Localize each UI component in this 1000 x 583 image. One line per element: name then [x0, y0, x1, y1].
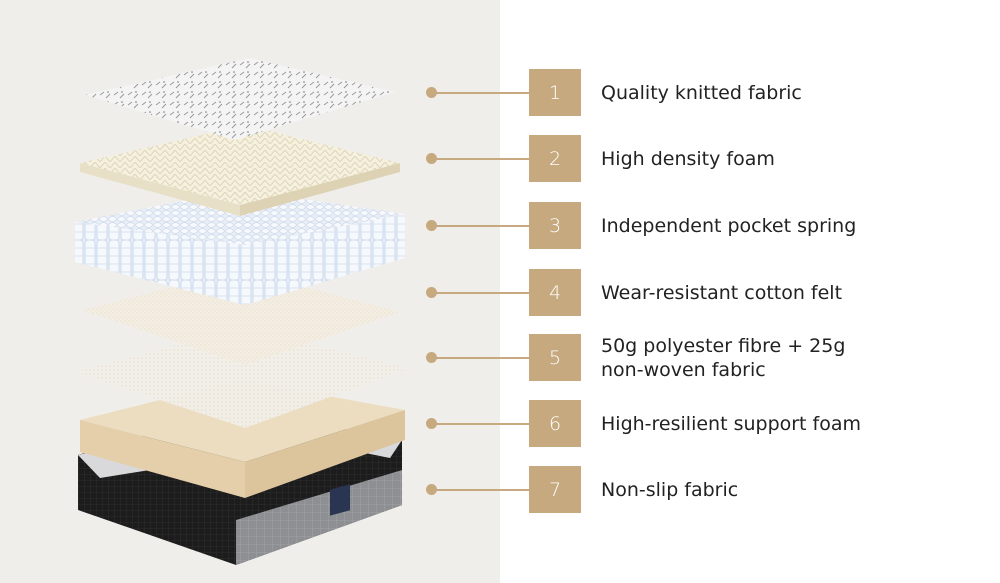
- cotton-felt-layer: [82, 270, 400, 365]
- layer-label-text: Independent pocket spring: [601, 214, 857, 237]
- pointer-line: [434, 158, 530, 160]
- layer-label: High-resilient support foam: [601, 400, 861, 447]
- pointer-dot-icon: [426, 287, 437, 298]
- pointer-dot-icon: [426, 220, 437, 231]
- egg-crate-foam-layer: [80, 125, 400, 216]
- layer-label-text: High density foam: [601, 147, 775, 170]
- pointer-line: [434, 225, 530, 227]
- layer-row-5: 5 50g polyester fibre + 25g non-woven fa…: [0, 334, 1000, 381]
- knitted-fabric-layer: [85, 58, 395, 140]
- layer-number-badge: 7: [529, 466, 581, 513]
- layer-row-2: 2 High density foam: [0, 135, 1000, 182]
- layer-label: High density foam: [601, 135, 775, 182]
- pointer-dot-icon: [426, 484, 437, 495]
- pointer-dot-icon: [426, 153, 437, 164]
- mattress-exploded-illustration: [75, 58, 410, 565]
- pointer-line: [434, 292, 530, 294]
- layer-number-badge: 3: [529, 202, 581, 249]
- layer-row-6: 6 High-resilient support foam: [0, 400, 1000, 447]
- layer-label: Quality knitted fabric: [601, 69, 802, 116]
- layer-label-text: Wear-resistant cotton felt: [601, 281, 843, 304]
- layer-label-text: Quality knitted fabric: [601, 81, 802, 104]
- pointer-line: [434, 489, 530, 491]
- pointer-line: [434, 92, 530, 94]
- layer-number-badge: 5: [529, 334, 581, 381]
- layer-label-text: 50g polyester fibre + 25g: [601, 334, 846, 357]
- layer-label: Wear-resistant cotton felt: [601, 269, 842, 316]
- layer-row-7: 7 Non-slip fabric: [0, 466, 1000, 513]
- layer-row-4: 4 Wear-resistant cotton felt: [0, 269, 1000, 316]
- layer-number-badge: 2: [529, 135, 581, 182]
- pointer-dot-icon: [426, 87, 437, 98]
- layer-label: Independent pocket spring: [601, 202, 856, 249]
- pointer-line: [434, 357, 530, 359]
- pointer-dot-icon: [426, 418, 437, 429]
- layer-number-badge: 6: [529, 400, 581, 447]
- layer-number-badge: 4: [529, 269, 581, 316]
- pocket-spring-layer: [75, 190, 405, 305]
- layer-label-text-line2: non-woven fabric: [601, 358, 766, 381]
- layer-label-text: High-resilient support foam: [601, 412, 862, 435]
- layer-label: Non-slip fabric: [601, 466, 738, 513]
- layer-number-badge: 1: [529, 69, 581, 116]
- layer-label-text: Non-slip fabric: [601, 478, 739, 501]
- pointer-line: [434, 423, 530, 425]
- layer-row-3: 3 Independent pocket spring: [0, 202, 1000, 249]
- polyester-fibre-layer: [75, 328, 410, 428]
- pointer-dot-icon: [426, 352, 437, 363]
- layer-row-1: 1 Quality knitted fabric: [0, 69, 1000, 116]
- layer-label: 50g polyester fibre + 25g non-woven fabr…: [601, 334, 845, 381]
